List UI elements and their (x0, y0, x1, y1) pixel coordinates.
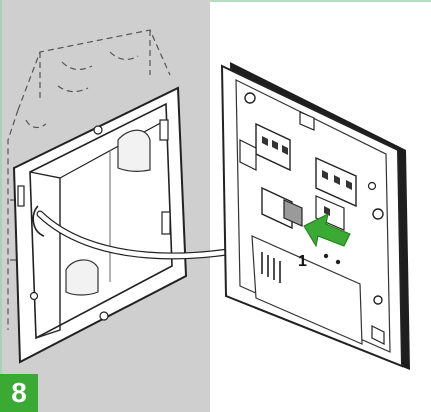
callout-number: 1 (298, 253, 307, 270)
mounting-frame (12, 86, 188, 364)
insertion-arrow (303, 213, 351, 248)
device-hole-bottom-right (373, 295, 383, 305)
frame-screw-bottom (99, 311, 109, 321)
device-panel (220, 62, 410, 370)
device-hole-top-right (367, 181, 377, 191)
device-hole-top-left (244, 92, 256, 104)
frame-screw-top (93, 125, 103, 135)
device-hole-right (372, 208, 384, 220)
recessed-wall-box (7, 29, 171, 330)
terminal-block-right (315, 156, 357, 231)
vent-slots (261, 252, 281, 283)
terminal-block-left (239, 122, 291, 172)
frame-screw-left (29, 291, 39, 301)
step-number-badge: 8 (0, 374, 38, 412)
connector-socket (261, 186, 303, 230)
